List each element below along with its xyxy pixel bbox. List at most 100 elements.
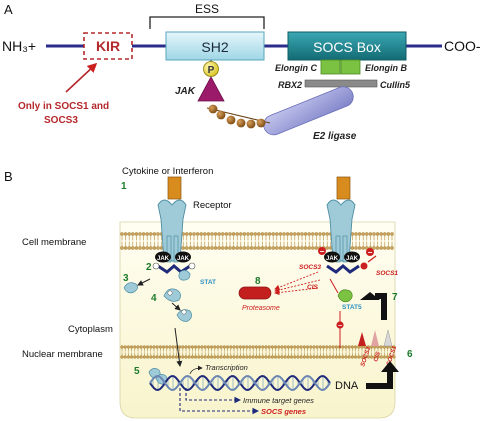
left-stat-dock [157,264,191,274]
step-5: 5 [134,366,140,377]
right-jak-2 [344,251,360,263]
stat5-label: STAT5 [342,304,362,311]
right-cytokine [336,176,351,200]
step-7: 7 [392,292,398,303]
receptor-label: Receptor [193,200,232,211]
kir-label: KIR [96,38,120,54]
left-jak-2 [175,251,191,263]
cytokine-label: Cytokine or Interferon [122,166,213,177]
cell-membrane-label: Cell membrane [22,237,86,248]
cis-to-proteasome [274,287,319,296]
dna-helix [149,374,331,392]
transcription-arrow [189,365,203,375]
panel-b-letter: B [4,169,13,184]
arrow-step-4 [171,302,181,311]
ubiquitin-1 [208,104,218,114]
feedback-arrow-up [375,293,387,320]
step-4: 4 [151,293,157,304]
ess-bracket [149,16,265,29]
immune-genes-arrow [185,388,242,404]
socs1-inhibit-label: SOCS1 [376,270,398,277]
n-terminus-label: NH₃+ [2,38,36,54]
kir-note-arrow [65,62,98,93]
socs3-triangle [358,332,366,346]
ubiquitin-5 [246,119,256,129]
left-jak-1-label: JAK [157,256,170,262]
feedback-arrow-up-head [360,292,380,300]
ubiquitin-6 [256,118,266,128]
proteasome-label: Proteasome [242,305,280,312]
cell-region [119,221,396,419]
cis-inhibit-label: CIS [307,284,319,291]
phospho-label: P [208,65,215,76]
kir-domain [83,32,133,60]
rbx2-label: RBX2 [278,80,302,90]
step-3: 3 [123,273,129,284]
step-8: 8 [255,276,261,287]
ubiquitin-2 [216,110,226,120]
left-receptor-complex: JAK JAK [152,176,196,274]
kir-note-line2: SOCS3 [44,115,78,126]
step-1: 1 [121,181,127,192]
cis-triangle [371,330,379,346]
stat-label: STAT [200,279,216,286]
right-jak-1-label: JAK [326,256,339,262]
step-2: 2 [146,262,152,273]
cullin5-bar [304,79,378,88]
inhibit-stat5 [336,321,344,329]
right-receptor-complex: JAK JAK − − [318,176,377,274]
cis-to-stat5 [329,278,339,294]
socs-genes-label: SOCS genes [261,407,306,416]
socs-box-label: SOCS Box [313,39,381,55]
inhibit-mark-2: − [368,248,373,257]
inhibit-right-jak [366,248,374,256]
feedback-arrow-dna [366,370,393,389]
elongin-b-label: Elongin B [365,63,407,73]
right-receptor [326,199,356,262]
cis-feedback-label: CIS [373,351,382,362]
feedback-arrow-dna-head [381,361,399,372]
socs-genes-arrow [179,388,260,415]
e2-ligase [263,86,354,136]
stat-molecules [123,270,192,385]
elongin-b-block [340,59,361,75]
inhibit-mark-3: − [338,323,342,330]
e2-ligase-label: E2 ligase [313,131,357,142]
dna-label: DNA [335,380,359,392]
right-jak-2-label: JAK [346,256,359,262]
jak-label: JAK [175,86,196,97]
c-terminus-label: COO- [444,38,481,54]
inhibit-mark-1: − [320,247,325,256]
cytoplasm-label: Cytoplasm [68,324,113,335]
ubiquitin-chain [206,104,271,129]
arrow-to-nucleus [174,327,183,367]
ubiquitin-4 [236,118,246,128]
arrow-step-3 [137,278,151,286]
sh2-domain [165,31,265,61]
inhibit-left-jak [318,247,326,255]
socs3-inhibit-label: SOCS3 [299,264,321,271]
stat5-molecule [337,289,353,303]
elongin-c-label: Elongin C [275,63,317,73]
right-jak-1 [324,251,340,263]
ubiquitin-3 [226,115,236,125]
transcription-label: Transcription [205,363,248,372]
step-6: 6 [407,349,413,360]
immune-genes-label: Immune target genes [243,396,314,405]
socs-to-proteasome-3 [274,279,321,293]
left-jak-2-label: JAK [177,256,190,262]
left-jak-1 [155,251,171,263]
inhibit-receptor [360,262,368,270]
socs1-triangle [383,329,393,347]
elongin-c-block [320,59,341,75]
proteasome [238,286,272,300]
socs3-to-proteasome [274,271,319,290]
stat-monomer-2 [178,270,191,281]
kir-note-line1: Only in SOCS1 and [18,101,109,112]
nuclear-membrane-label: Nuclear membrane [22,349,103,360]
jak-triangle [197,76,225,102]
sh2-label: SH2 [201,39,228,55]
left-cytokine [167,176,182,200]
stat-monomer-1 [123,282,138,294]
